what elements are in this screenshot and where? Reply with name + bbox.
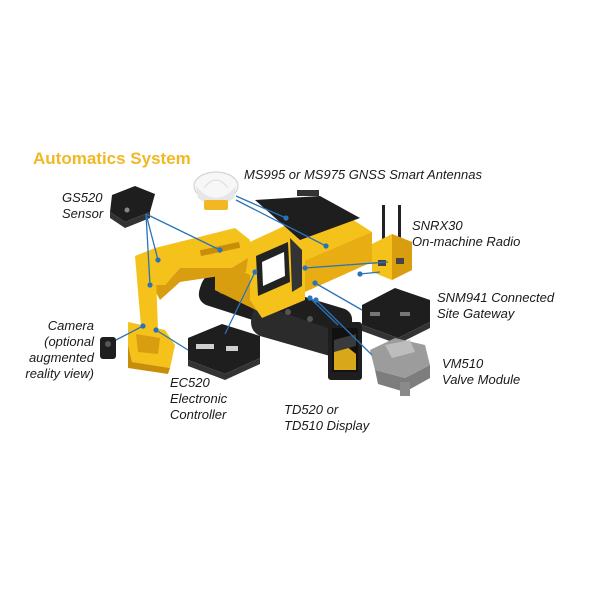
excavator-bucket (128, 322, 175, 374)
diagram-title: Automatics System (33, 149, 191, 168)
excavator-cab (250, 232, 305, 318)
label-radio-line-1: SNRX30 (412, 218, 463, 233)
label-sensor-line-2: Sensor (62, 206, 104, 221)
vm510-valve-device (370, 338, 430, 396)
label-camera-line-4: reality view) (25, 366, 94, 381)
label-camera-line-3: augmented (28, 350, 94, 365)
leader-lines (115, 195, 389, 356)
label-valve-line-1: VM510 (442, 356, 484, 371)
label-radio-line-2: On-machine Radio (412, 234, 521, 249)
label-display-line-1: TD520 or (284, 402, 339, 417)
label-antennas: MS995 or MS975 GNSS Smart Antennas (244, 167, 482, 183)
label-controller-line-3: Controller (170, 407, 227, 422)
label-controller: EC520 Electronic Controller (170, 375, 227, 423)
leader-endpoints (140, 215, 363, 333)
label-valve-line-2: Valve Module (442, 372, 521, 387)
label-gateway-line-2: Site Gateway (437, 306, 515, 321)
snrx30-radio-device (372, 205, 412, 280)
label-valve: VM510 Valve Module (442, 356, 520, 388)
camera-device (100, 337, 116, 359)
label-antennas-line: MS995 or MS975 GNSS Smart Antennas (244, 167, 482, 182)
label-radio: SNRX30 On-machine Radio (412, 218, 520, 250)
td520-display-device (328, 322, 362, 380)
label-gateway-line-1: SNM941 Connected (437, 290, 555, 305)
label-display-line-2: TD510 Display (284, 418, 370, 433)
ec520-controller-device (188, 324, 260, 380)
label-sensor: GS520 Sensor (62, 190, 103, 222)
label-sensor-line-1: GS520 (62, 190, 103, 205)
label-controller-line-2: Electronic (170, 391, 228, 406)
label-camera: Camera (optional augmented reality view) (14, 318, 94, 382)
gnss-antenna-device (193, 171, 239, 210)
label-display: TD520 or TD510 Display (284, 402, 369, 434)
label-camera-line-1: Camera (47, 318, 94, 333)
label-gateway: SNM941 Connected Site Gateway (437, 290, 554, 322)
label-camera-line-2: (optional (44, 334, 94, 349)
label-controller-line-1: EC520 (170, 375, 210, 390)
gs520-sensor-device (110, 186, 155, 228)
snm941-gateway-device (362, 288, 430, 344)
